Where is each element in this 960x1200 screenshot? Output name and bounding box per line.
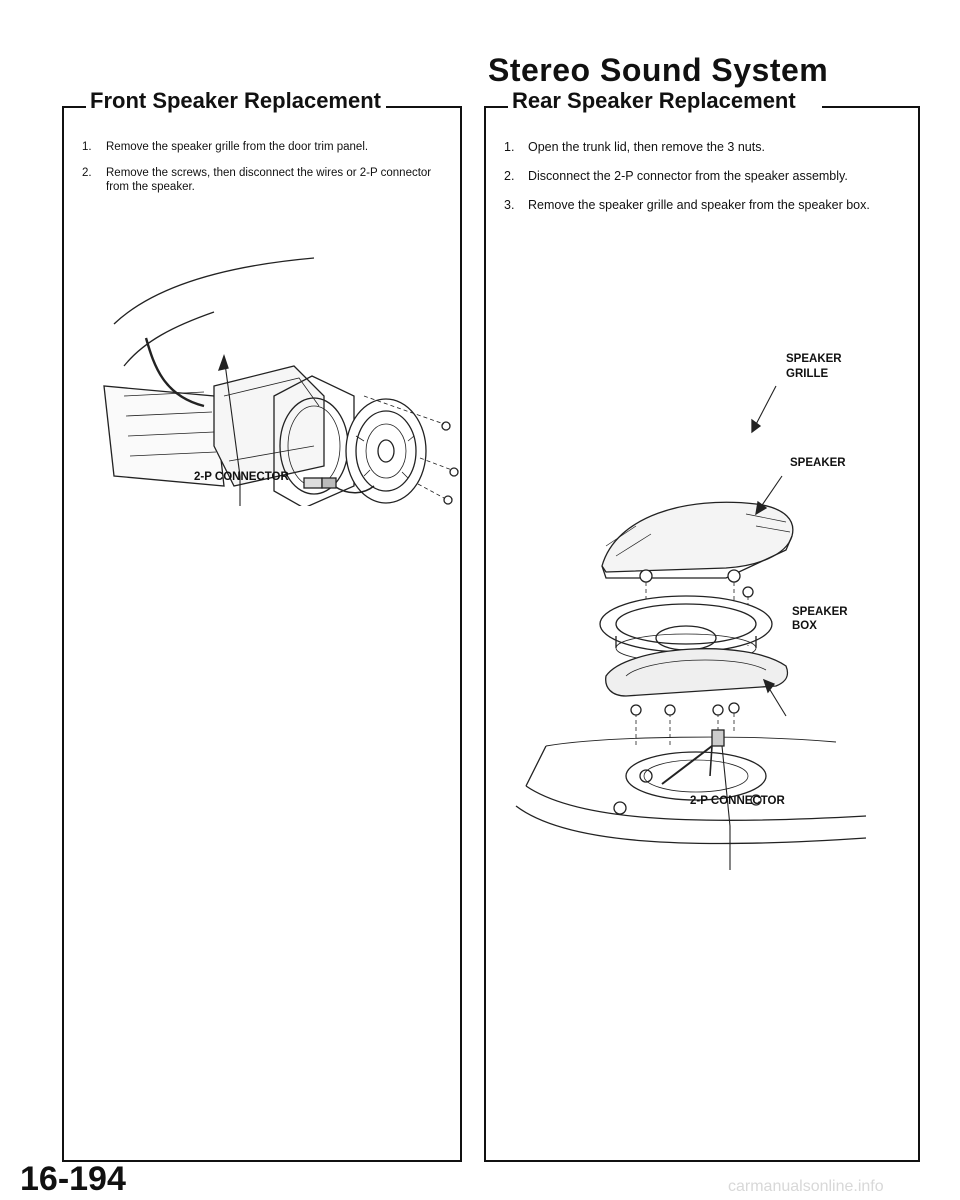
list-item: 2. Remove the screws, then disconnect the… — [74, 166, 444, 194]
step-text: Disconnect the 2-P connector from the sp… — [528, 169, 848, 183]
front-steps-list: 1. Remove the speaker grille from the doo… — [74, 140, 444, 206]
step-text: Remove the speaker grille from the door … — [106, 141, 369, 153]
rear-steps-list: 1. Open the trunk lid, then remove the 3 … — [496, 140, 902, 227]
callout-speaker-box-line2: BOX — [792, 620, 817, 632]
step-number: 3. — [504, 198, 515, 212]
callout-speaker: SPEAKER — [790, 457, 846, 469]
header-rule — [64, 106, 88, 108]
callout-speaker-box-line1: SPEAKER — [792, 606, 848, 618]
watermark: carmanualsonline.info — [728, 1178, 884, 1195]
list-item: 2. Disconnect the 2-P connector from the … — [496, 169, 902, 184]
rear-section-header: Rear Speaker Replacement — [486, 88, 918, 124]
front-speaker-illustration — [103, 257, 459, 506]
list-item: 3. Remove the speaker grille and speaker … — [496, 198, 902, 213]
page-number: 16-194 — [20, 1160, 126, 1198]
step-number: 1. — [82, 141, 92, 153]
rear-speaker-illustration — [515, 385, 867, 870]
callout-speaker-grille-line2: GRILLE — [786, 368, 828, 380]
rear-callouts: SPEAKER GRILLE SPEAKER SPEAKER BOX 2-P C… — [690, 353, 848, 807]
front-connector-callout: 2-P CONNECTOR — [194, 471, 289, 483]
header-rule — [386, 106, 460, 108]
header-rule — [822, 106, 918, 108]
front-section-heading: Front Speaker Replacement — [86, 88, 385, 114]
callout-label: 2-P CONNECTOR — [194, 471, 289, 483]
callout-2p-connector: 2-P CONNECTOR — [690, 795, 785, 807]
step-text: Remove the speaker grille and speaker fr… — [528, 198, 870, 212]
step-number: 2. — [504, 169, 515, 183]
step-text: Remove the screws, then disconnect the w… — [106, 167, 432, 193]
callout-speaker-grille-line1: SPEAKER — [786, 353, 842, 365]
front-section-header: Front Speaker Replacement — [64, 88, 460, 124]
rear-section-heading: Rear Speaker Replacement — [508, 88, 800, 114]
step-number: 1. — [504, 140, 515, 154]
list-item: 1. Open the trunk lid, then remove the 3 … — [496, 140, 902, 155]
step-text: Open the trunk lid, then remove the 3 nu… — [528, 140, 765, 154]
front-speaker-section: Front Speaker Replacement 1. Remove the s… — [62, 88, 462, 1162]
rear-speaker-section: Rear Speaker Replacement 1. Open the trun… — [484, 88, 920, 1162]
list-item: 1. Remove the speaker grille from the doo… — [74, 140, 444, 154]
page-title: Stereo Sound System — [488, 52, 829, 88]
step-number: 2. — [82, 167, 92, 179]
header-rule — [486, 106, 510, 108]
